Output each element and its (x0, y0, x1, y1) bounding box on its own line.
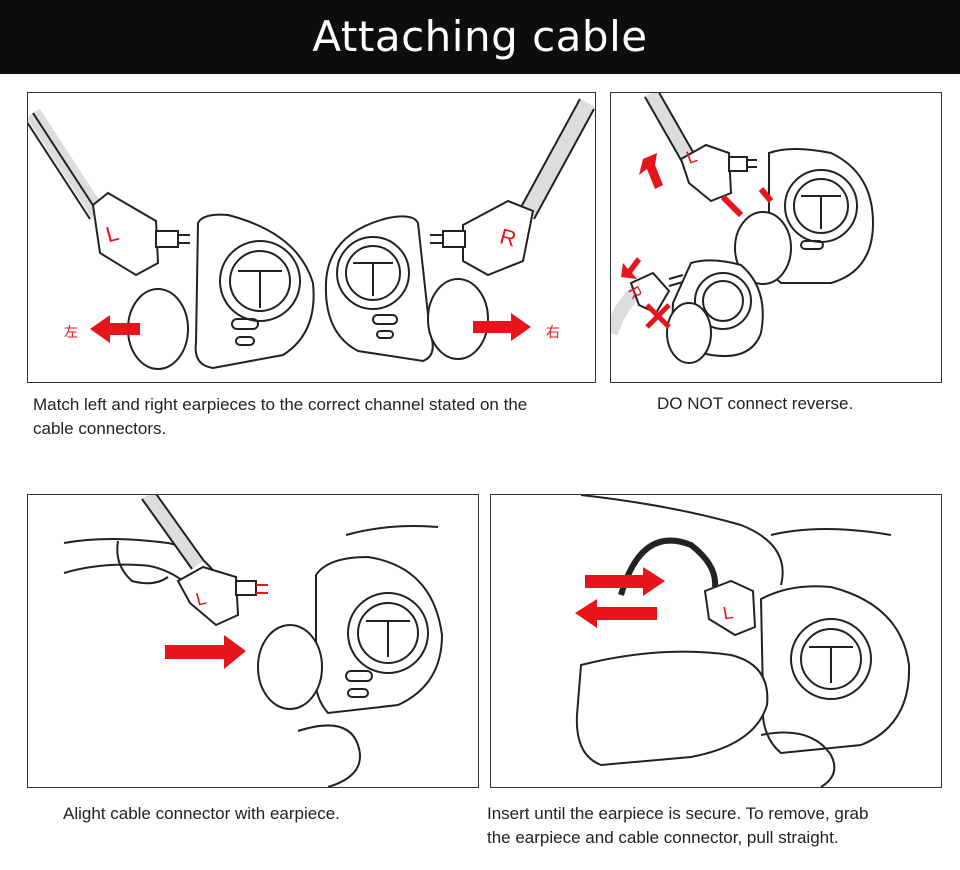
caption-match-channels: Match left and right earpieces to the co… (33, 395, 528, 438)
left-arrow (90, 315, 140, 343)
right-arrow (473, 313, 531, 341)
do-not-reverse-drawing: L R (611, 93, 875, 364)
pull-up-arrow (639, 153, 663, 189)
illustration-match-channels: L R 左 右 (27, 92, 596, 383)
insert-arrow (585, 567, 665, 596)
right-connector (462, 199, 535, 277)
connector-cable (142, 495, 204, 570)
push-arrow (165, 635, 246, 669)
illustration-align-connector: L (27, 494, 479, 788)
caption-align-connector: Alight cable connector with earpiece. (63, 804, 340, 823)
illustration-do-not-reverse: L R (610, 92, 942, 383)
page-title: Attaching cable (312, 12, 648, 61)
cable-loop (618, 537, 719, 596)
insert-remove-drawing: L (575, 495, 911, 787)
left-earpiece-body (194, 213, 315, 370)
earpiece-body (759, 585, 911, 755)
earpiece-logo (347, 592, 429, 674)
connector (703, 579, 757, 637)
earpiece-body (314, 555, 444, 715)
match-channels-drawing: L R 左 右 (28, 98, 595, 370)
left-connector (91, 191, 160, 277)
right-earpiece-body (324, 215, 434, 363)
remove-arrow (575, 599, 657, 628)
caption-insert-remove: Insert until the earpiece is secure. To … (487, 804, 869, 847)
hand-bottom (575, 650, 769, 767)
left-cn-label: 左 (64, 325, 78, 341)
connector-mark: L (721, 602, 734, 623)
left-earpiece-logo (219, 240, 301, 322)
align-connector-drawing: L (63, 495, 444, 787)
hand-thumb (297, 724, 361, 787)
illustration-insert-remove: L (490, 494, 942, 788)
hand-top (580, 495, 784, 586)
connector-mark: L (194, 588, 209, 610)
right-connector-mark: R (497, 223, 519, 251)
right-earpiece-logo (336, 236, 410, 310)
caption-do-not-reverse: DO NOT connect reverse. (657, 394, 854, 413)
connector (176, 565, 240, 627)
title-banner: Attaching cable (0, 0, 960, 74)
wrong-x-2 (645, 303, 671, 329)
earpiece-logo (790, 618, 872, 700)
right-cable (520, 99, 595, 217)
pull-down-arrow (621, 257, 641, 279)
right-cn-label: 右 (546, 325, 560, 341)
wrong-line (720, 194, 744, 218)
